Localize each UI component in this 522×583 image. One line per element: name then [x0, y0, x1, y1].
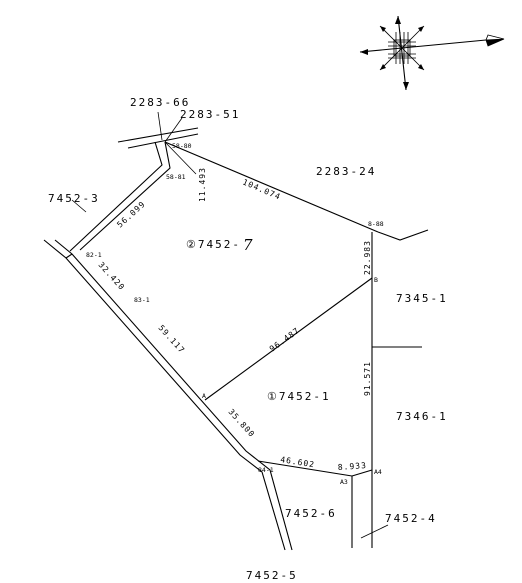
leader-lines — [71, 111, 197, 213]
road-boundary — [43, 127, 293, 551]
dimension-96-487: 96.487 — [268, 326, 302, 354]
dimension-11-493: 11.493 — [198, 167, 207, 202]
parcel-label-7452-1: ①7452-1 — [267, 390, 331, 403]
parcel-label-7345-1: 7345-1 — [396, 292, 448, 305]
point-label-58-81: 58-81 — [166, 173, 186, 181]
point-label-A: A — [202, 392, 206, 400]
dimension-8-933: 8.933 — [338, 461, 368, 472]
parcel-label-2283-51: 2283-51 — [180, 108, 240, 121]
point-label-83-1: 83-1 — [134, 296, 150, 304]
point-label-82-1: 82-1 — [86, 251, 102, 259]
dimension-91-571: 91.571 — [363, 361, 372, 396]
dimension-22-983: 22.983 — [363, 240, 372, 275]
point-label-58-80: 58-80 — [172, 142, 192, 150]
parcel-label-7452-7: ②7452- — [186, 238, 241, 251]
parcel-label-7346-1: 7346-1 — [396, 410, 448, 423]
dimension-59-117: 59.117 — [157, 323, 187, 355]
point-label-A4: A4 — [374, 468, 382, 476]
point-label-84-1: 84-1 — [258, 466, 274, 474]
point-label-A3: A3 — [340, 478, 348, 486]
parcel-label-7452-7-handwritten: 7 — [243, 236, 253, 254]
parcel-boundaries — [164, 141, 429, 548]
parcel-label-7452-3: 7452-3 — [48, 192, 100, 205]
point-label-8-88: 8-88 — [368, 220, 384, 228]
parcel-label-7452-6: 7452-6 — [285, 507, 337, 520]
parcel-label-2283-66: 2283-66 — [130, 96, 190, 109]
parcel-label-7452-5: 7452-5 — [246, 569, 298, 582]
dimension-104-074: 104.074 — [241, 178, 282, 202]
parcel-label-2283-24: 2283-24 — [316, 165, 376, 178]
parcel-label-7452-4: 7452-4 — [385, 512, 437, 525]
point-label-B: B — [374, 276, 378, 284]
compass-rose-icon — [359, 15, 505, 91]
